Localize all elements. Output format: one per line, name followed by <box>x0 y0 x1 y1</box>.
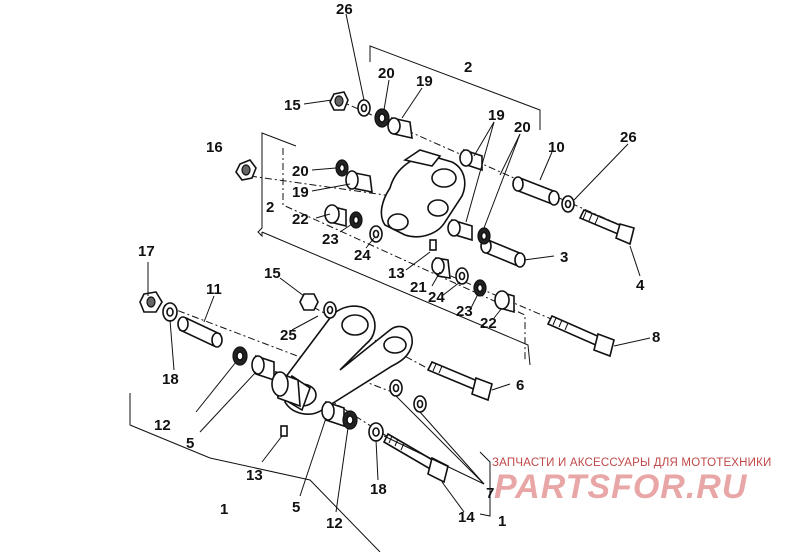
callout-2-top: 2 <box>464 59 472 76</box>
nuts-and-washers <box>139 91 575 442</box>
callout-8: 8 <box>652 329 660 346</box>
callout-23-right: 23 <box>456 303 473 320</box>
callout-5-left: 5 <box>186 435 194 452</box>
callout-18-lower: 18 <box>370 481 387 498</box>
callout-12-lower: 12 <box>326 515 343 532</box>
callout-4: 4 <box>636 277 645 294</box>
callout-15-lower: 15 <box>264 265 281 282</box>
callout-26-top: 26 <box>336 1 353 18</box>
callout-23-left: 23 <box>322 231 339 248</box>
callout-14: 14 <box>458 509 475 526</box>
callout-24-left: 24 <box>354 247 371 264</box>
callout-25: 25 <box>280 327 297 344</box>
callout-3: 3 <box>560 249 568 266</box>
callout-22-right: 22 <box>480 315 497 332</box>
callout-7: 7 <box>486 485 494 502</box>
callout-19-left: 19 <box>292 184 309 201</box>
connecting-rod-link <box>280 305 413 415</box>
callout-20-left: 20 <box>292 163 309 180</box>
watermark-caption: ЗАПЧАСТИ И АКСЕССУАРЫ ДЛЯ МОТОТЕХНИКИ <box>492 457 772 469</box>
callout-labels: 26 20 19 2 15 16 20 19 2 22 23 24 19 20 … <box>138 1 660 532</box>
collar-10 <box>512 176 560 206</box>
callout-19-right: 19 <box>488 107 505 124</box>
callout-6: 6 <box>516 377 524 394</box>
callout-26-right: 26 <box>620 129 637 146</box>
collar-11 <box>177 316 223 348</box>
callout-18-left: 18 <box>162 371 179 388</box>
callout-13-lower: 13 <box>246 467 263 484</box>
callout-19-top: 19 <box>416 73 433 90</box>
callout-22-left: 22 <box>292 211 309 228</box>
relay-arm-link <box>380 149 466 238</box>
callout-11: 11 <box>206 281 222 298</box>
callout-20-top: 20 <box>378 65 395 82</box>
callout-12-left: 12 <box>154 417 171 434</box>
assembly-brackets <box>129 45 541 552</box>
callout-20-right: 20 <box>514 119 531 136</box>
callout-10: 10 <box>548 139 565 156</box>
callout-24-right: 24 <box>428 289 445 306</box>
callout-5-lower: 5 <box>292 499 300 516</box>
callout-2-left: 2 <box>266 199 274 216</box>
callout-15-top: 15 <box>284 97 301 114</box>
callout-16: 16 <box>206 139 223 156</box>
callout-21: 21 <box>410 279 427 296</box>
callout-13-upper: 13 <box>388 265 405 282</box>
callout-1-right: 1 <box>498 513 506 530</box>
leader-lines <box>147 13 651 513</box>
bolt-14 <box>382 432 449 484</box>
bolt-4 <box>578 208 635 246</box>
collar-3 <box>480 238 526 268</box>
bolt-6 <box>426 360 493 402</box>
callout-1-left: 1 <box>220 501 228 518</box>
bolt-8 <box>546 314 615 358</box>
watermark-logo: PARTSFOR.RU <box>494 468 748 506</box>
callout-17: 17 <box>138 243 155 260</box>
